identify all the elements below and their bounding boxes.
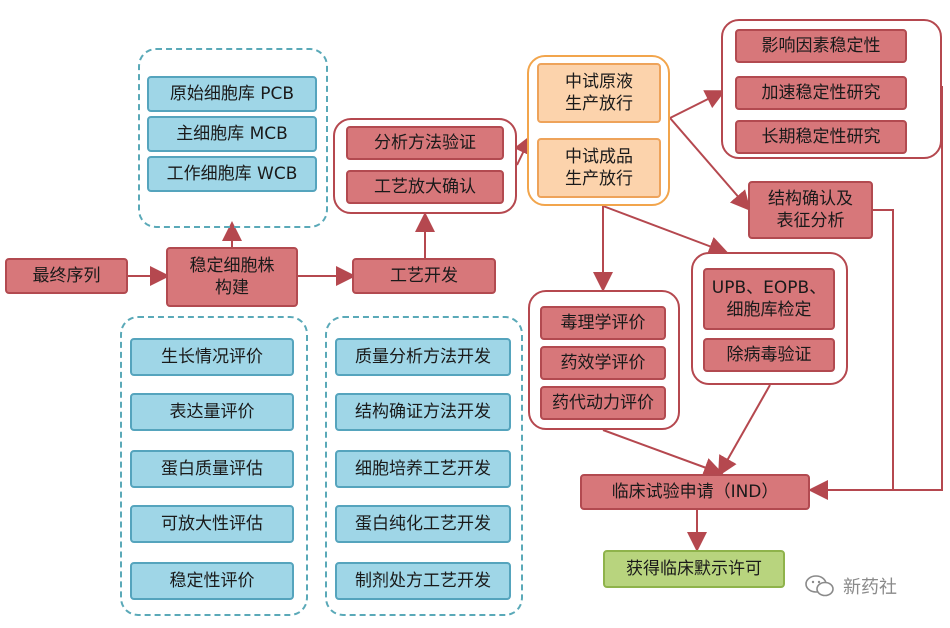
- wechat-icon: [805, 575, 834, 597]
- dev-quality-analysis: 质量分析方法开发: [335, 338, 511, 376]
- dev-formulation: 制剂处方工艺开发: [335, 562, 511, 600]
- process-scaleup-confirmation: 工艺放大确认: [346, 170, 504, 204]
- eval-stability: 稳定性评价: [130, 562, 294, 600]
- watermark-text: 新药社: [843, 577, 897, 598]
- pharmacokinetics-evaluation: 药代动力评价: [540, 386, 666, 420]
- structure-characterization-node: 结构确认及表征分析: [748, 181, 873, 239]
- arrow-preclinical-to-ind: [602, 429, 724, 477]
- arrow-stability-to-ind: [808, 86, 943, 500]
- arrow-pilot-to-stability: [669, 90, 726, 119]
- cell-bank-wcb: 工作细胞库 WCB: [147, 156, 317, 192]
- ind-application-node: 临床试验申请（IND）: [580, 474, 810, 510]
- dev-structure-method: 结构确证方法开发: [335, 393, 511, 431]
- virus-clearance-validation: 除病毒验证: [703, 338, 835, 372]
- cell-bank-pcb: 原始细胞库 PCB: [147, 76, 317, 112]
- dev-cell-culture: 细胞培养工艺开发: [335, 450, 511, 488]
- arrow-pilot-to-characterization: [669, 117, 751, 212]
- eval-scalability: 可放大性评估: [130, 505, 294, 543]
- arrow-safety-to-ind: [718, 384, 771, 477]
- toxicology-evaluation: 毒理学评价: [540, 306, 666, 340]
- cell-bank-testing: UPB、EOPB、细胞库检定: [703, 268, 835, 330]
- stability-influencing-factors: 影响因素稳定性: [735, 29, 907, 63]
- stability-accelerated: 加速稳定性研究: [735, 76, 907, 110]
- watermark: 新药社: [805, 570, 935, 602]
- clinical-approval-node: 获得临床默示许可: [603, 550, 785, 588]
- eval-protein-quality: 蛋白质量评估: [130, 450, 294, 488]
- analytical-method-validation: 分析方法验证: [346, 126, 504, 160]
- process-development-node: 工艺开发: [352, 258, 496, 294]
- process-dev-group: [325, 316, 523, 616]
- stability-long-term: 长期稳定性研究: [735, 120, 907, 154]
- arrow-characterization-to-ind: [873, 209, 894, 490]
- final-sequence-node: 最终序列: [5, 258, 128, 294]
- eval-expression: 表达量评价: [130, 393, 294, 431]
- pilot-drug-substance-release: 中试原液生产放行: [537, 63, 661, 123]
- pharmacodynamics-evaluation: 药效学评价: [540, 346, 666, 380]
- eval-growth: 生长情况评价: [130, 338, 294, 376]
- arrow-pilot-to-safety: [602, 205, 729, 256]
- dev-protein-purification: 蛋白纯化工艺开发: [335, 505, 511, 543]
- pilot-drug-product-release: 中试成品生产放行: [537, 138, 661, 198]
- cell-line-construction-node: 稳定细胞株构建: [166, 247, 298, 307]
- cell-bank-mcb: 主细胞库 MCB: [147, 116, 317, 152]
- cell-bank-group: [138, 48, 328, 228]
- cell-line-eval-group: [120, 316, 308, 616]
